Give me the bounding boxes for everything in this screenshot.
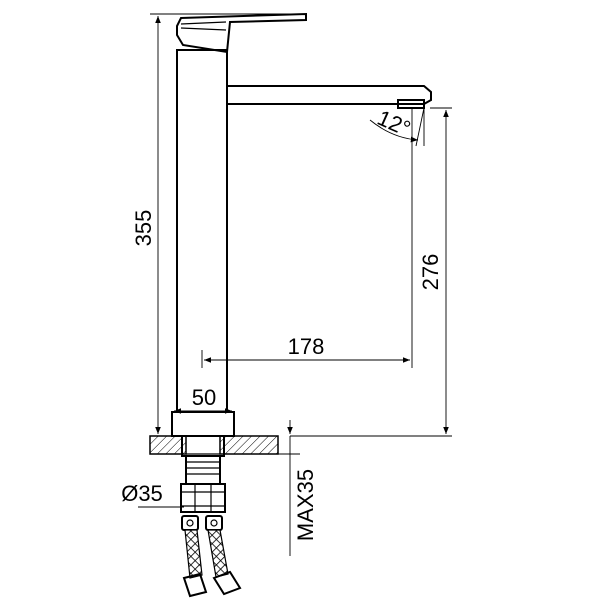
dimension-spout-angle: 12° xyxy=(369,105,425,147)
dimension-spout-reach: 178 xyxy=(201,108,413,368)
shank-thread xyxy=(185,455,221,485)
dimension-overall-height: 355 xyxy=(131,13,305,437)
hose-connector-right xyxy=(205,515,223,531)
deck-hatch-right xyxy=(219,435,279,455)
dimension-shank-diameter: Ø35 xyxy=(121,481,184,508)
deck-section xyxy=(149,435,279,455)
hose-end-left xyxy=(182,572,208,598)
hose-left xyxy=(184,529,203,579)
dimension-max-deck: MAX35 xyxy=(278,420,318,556)
aerator xyxy=(397,99,425,109)
hose-connector-left xyxy=(181,515,199,531)
lever-handle xyxy=(176,12,307,54)
faucet-body xyxy=(171,12,432,437)
base-ring xyxy=(171,411,235,437)
shank-assembly xyxy=(180,435,226,531)
dim-label-12-degrees: 12° xyxy=(374,105,415,141)
dim-label-276: 276 xyxy=(418,254,443,291)
dim-label-diameter-35: Ø35 xyxy=(121,481,163,506)
hose-right xyxy=(207,529,229,578)
dim-label-max35: MAX35 xyxy=(293,469,318,541)
dim-label-178: 178 xyxy=(288,334,325,359)
dim-label-50: 50 xyxy=(192,385,216,410)
hose-end-right xyxy=(212,570,242,596)
fixing-nut xyxy=(180,483,226,513)
dim-label-355: 355 xyxy=(131,210,156,247)
shank xyxy=(181,435,225,457)
deck-hatch-left xyxy=(149,435,187,455)
supply-hoses xyxy=(182,529,242,598)
dimension-spout-height: 276 xyxy=(290,107,452,437)
dimension-base-width: 50 xyxy=(174,385,232,414)
spout-arm xyxy=(227,85,432,105)
